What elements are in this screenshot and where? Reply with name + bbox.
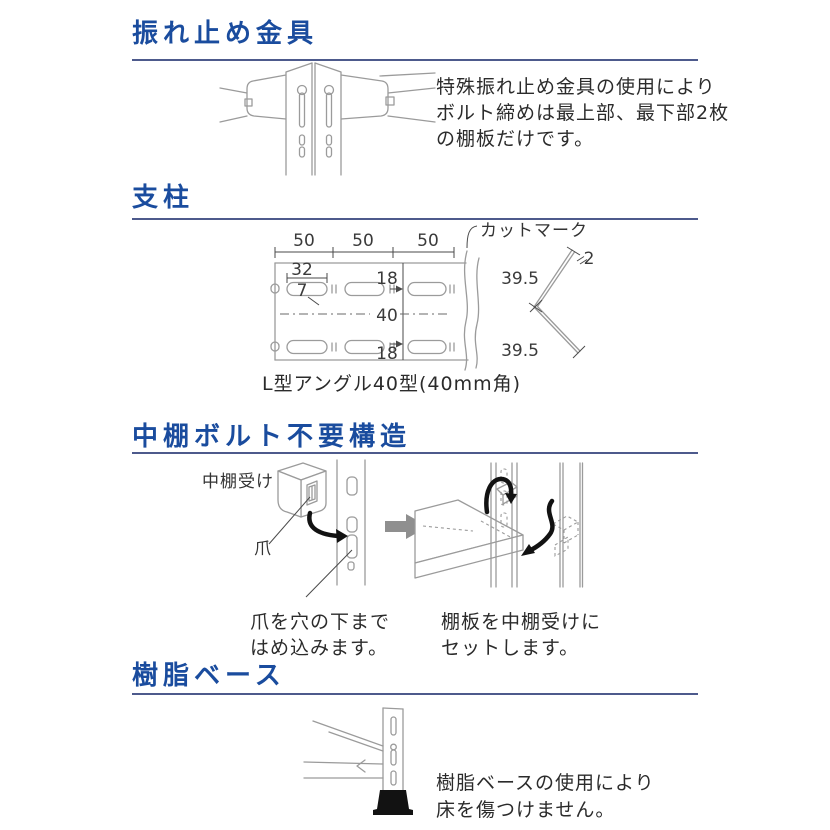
resin-base-diagram: [303, 707, 413, 815]
leader-line: [379, 72, 436, 77]
break-line: [463, 250, 468, 371]
bracket-label: 中棚受け: [202, 472, 274, 492]
resin-base-foot: [373, 790, 413, 815]
dim-pitch-b: 50: [352, 231, 374, 251]
mid-shelf-right-caption: 棚板を中棚受けに セットします。: [441, 611, 602, 659]
claw-tab: [308, 484, 316, 502]
claw-label: 爪: [254, 539, 272, 559]
dim-leg-bottom: 39.5: [501, 341, 539, 361]
bolt-tab: [244, 98, 253, 107]
section-rule: [132, 218, 698, 220]
sway-bracket-description: 特殊振れ止め金具の使用により ボルト締めは最上部、最下部2枚 の棚板だけです。: [436, 76, 730, 150]
section-rule: [132, 59, 698, 61]
dim-thickness: 2: [584, 249, 595, 269]
dim-slot-height: 7: [297, 281, 308, 301]
dim-edge-top: 18: [376, 269, 398, 289]
dim-pitch-c: 50: [417, 231, 439, 251]
break-line: [474, 257, 480, 369]
section-heading-resin-base: 樹脂ベース: [132, 661, 286, 691]
set-arrow: [484, 476, 514, 515]
post-dimension-diagram: 50 50 50 32 7 18 40 18: [270, 221, 595, 371]
section-rule: [132, 693, 698, 695]
dim-pitch-a: 50: [293, 231, 315, 251]
dim-slot-len: 32: [291, 260, 313, 280]
insert-arrow: [307, 510, 341, 539]
mid-shelf-left-caption: 爪を穴の下まで はめ込みます。: [250, 611, 391, 659]
cut-mark-label: カットマーク: [480, 221, 588, 241]
shelf-set-diagram: [414, 462, 584, 588]
section-rule: [132, 452, 698, 454]
section-heading-post: 支柱: [132, 183, 195, 213]
section-heading-sway-bracket: 振れ止め金具: [132, 19, 319, 49]
post-diagram-caption: L型アングル40型(40mm角): [262, 373, 522, 395]
dim-edge-bottom: 18: [376, 344, 398, 364]
resin-base-description: 樹脂ベースの使用により 床を傷つけません。: [436, 772, 655, 821]
dim-leg-top: 39.5: [501, 269, 539, 289]
bolt-tab: [385, 96, 395, 106]
corner-post-diagram: [219, 62, 436, 176]
mid-shelf-bracket-diagram: 中棚受け 爪: [202, 459, 366, 598]
section-heading-mid-shelf: 中棚ボルト不要構造: [132, 422, 412, 452]
dim-center-width: 40: [376, 306, 398, 326]
set-arrow: [526, 498, 555, 554]
